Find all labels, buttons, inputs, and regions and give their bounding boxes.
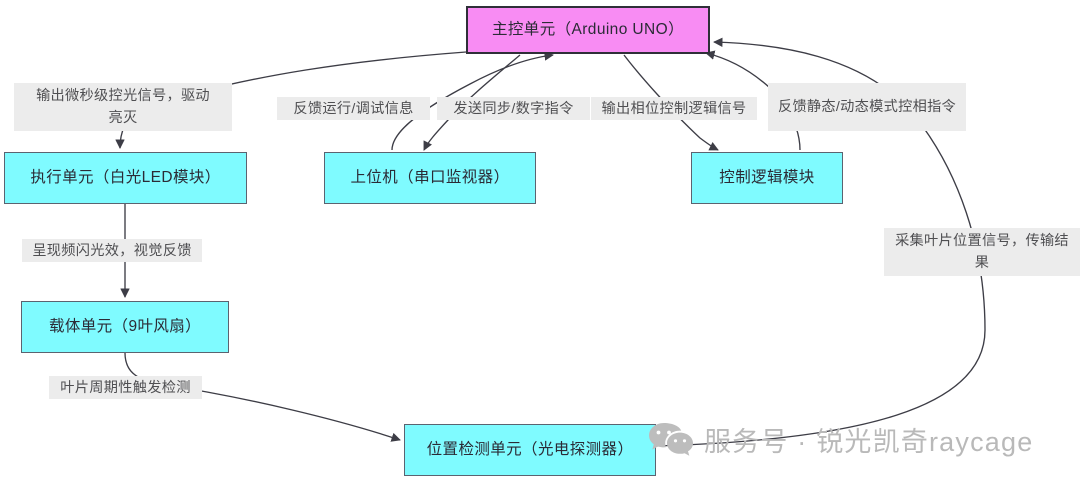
edge-label-mode-feedback: 反馈静态/动态模式控相指令: [768, 83, 966, 131]
edge-label-position-collect: 采集叶片位置信号，传输结 果: [884, 228, 1080, 276]
node-carrier-unit[interactable]: 载体单元（9叶风扇）: [21, 301, 229, 353]
node-label: 执行单元（白光LED模块）: [30, 168, 221, 186]
edge-label-phase-control-signal: 输出相位控制逻辑信号: [591, 97, 757, 120]
node-label: 主控单元（Arduino UNO）: [492, 20, 684, 38]
watermark-text: 服务号 · 锐光凯奇raycage: [704, 427, 1034, 457]
node-main-controller[interactable]: 主控单元（Arduino UNO）: [466, 6, 710, 54]
edge-label-strobe-effect: 呈现频闪光效，视觉反馈: [22, 239, 202, 262]
node-control-logic-module[interactable]: 控制逻辑模块: [691, 152, 843, 204]
edge-label-blade-trigger: 叶片周期性触发检测: [49, 376, 202, 399]
node-host-computer[interactable]: 上位机（串口监视器）: [324, 152, 536, 204]
node-position-detection-unit[interactable]: 位置检测单元（光电探测器）: [404, 424, 656, 476]
node-label: 控制逻辑模块: [719, 168, 815, 186]
edge-label-led-drive: 输出微秒级控光信号，驱动 亮灭: [14, 83, 232, 131]
node-label: 上位机（串口监视器）: [350, 168, 510, 186]
node-label: 载体单元（9叶风扇）: [48, 317, 202, 335]
edge-label-sync-command: 发送同步/数字指令: [437, 97, 590, 120]
watermark: 服务号 · 锐光凯奇raycage: [648, 420, 1033, 459]
edge-label-debug-feedback: 反馈运行/调试信息: [277, 97, 430, 120]
node-label: 位置检测单元（光电探测器）: [426, 440, 634, 458]
node-execution-unit[interactable]: 执行单元（白光LED模块）: [4, 152, 247, 204]
wechat-icon: [648, 421, 694, 459]
